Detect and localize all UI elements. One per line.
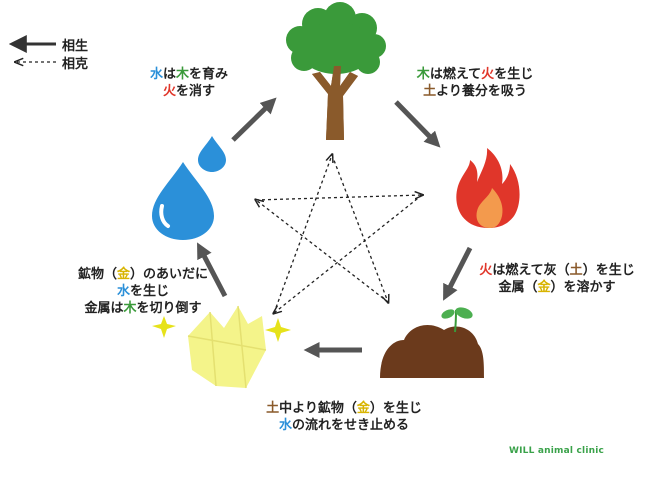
soil-sprout-icon [380, 307, 484, 378]
annotation-text: は燃えて灰（ [492, 263, 570, 278]
element-word-earth: 土 [423, 84, 437, 99]
annotation-wood-fire-line2: 土より養分を吸う [400, 83, 550, 100]
tree-icon [286, 2, 386, 140]
annotation-text: ）を溶かす [550, 280, 616, 295]
annotation-water-wood-line1: 水は木を育み [134, 66, 244, 83]
annotation-earth-metal: 土中より鉱物（金）を生じ 水の流れをせき止める [244, 400, 444, 434]
element-word-metal: 金 [356, 401, 370, 416]
element-word-metal: 金 [537, 280, 551, 295]
element-word-wood: 木 [416, 67, 430, 82]
arrow-water-to-wood [231, 97, 277, 142]
arrow-fire-to-earth [443, 246, 473, 301]
watermark: WILL animal clinic [509, 446, 605, 456]
element-word-metal: 金 [116, 267, 130, 282]
element-word-water: 水 [149, 67, 163, 82]
element-word-wood: 木 [176, 67, 190, 82]
annotation-fire-earth: 火は燃えて灰（土）を生じ 金属（金）を溶かす [472, 262, 642, 296]
arrow-metal-to-wood [273, 155, 332, 314]
water-drop-icon [152, 136, 226, 240]
arrow-water-to-fire [255, 195, 422, 201]
annotation-text: を消す [176, 84, 216, 99]
overcome-star-arrows [256, 155, 422, 313]
annotation-metal-water-line2: 水を生じ [58, 283, 228, 300]
annotation-metal-water-line3: 金属は木を切り倒す [58, 300, 228, 317]
annotation-text: を切り倒す [136, 301, 202, 316]
arrow-fire-to-metal [274, 194, 423, 313]
annotation-text: ）を生じ [582, 263, 635, 278]
annotation-text: を育み [189, 67, 229, 82]
element-word-earth: 土 [266, 401, 280, 416]
arrow-metal-to-water [197, 242, 228, 298]
arrow-earth-to-water [256, 200, 389, 303]
annotation-text: ）のあいだに [130, 267, 209, 282]
element-word-fire: 火 [481, 67, 495, 82]
generate-cycle-arrows [197, 97, 473, 359]
annotation-wood-fire-line1: 木は燃えて火を生じ [400, 66, 550, 83]
element-word-water: 水 [116, 284, 130, 299]
annotation-metal-water-line1: 鉱物（金）のあいだに [58, 266, 228, 283]
annotation-text: を生じ [130, 284, 170, 299]
element-word-wood: 木 [123, 301, 137, 316]
annotation-earth-metal-line2: 水の流れをせき止める [244, 417, 444, 434]
element-word-fire: 火 [479, 263, 493, 278]
element-word-earth: 土 [569, 263, 583, 278]
annotation-water-wood-line2: 火を消す [134, 83, 244, 100]
annotation-fire-earth-line2: 金属（金）を溶かす [472, 279, 642, 296]
annotation-text: 金属は [84, 301, 124, 316]
annotation-wood-fire: 木は燃えて火を生じ 土より養分を吸う [400, 66, 550, 100]
annotation-water-wood: 水は木を育み 火を消す [134, 66, 244, 100]
legend-generate-label: 相生 [62, 39, 89, 54]
legend [8, 35, 56, 62]
annotation-text: より養分を吸う [436, 84, 527, 99]
annotation-text: 金属（ [498, 280, 538, 295]
annotation-text: を生じ [494, 67, 534, 82]
annotation-text: は [162, 67, 176, 82]
annotation-fire-earth-line1: 火は燃えて灰（土）を生じ [472, 262, 642, 279]
annotation-text: ）を生じ [369, 401, 422, 416]
annotation-earth-metal-line1: 土中より鉱物（金）を生じ [244, 400, 444, 417]
gold-crystal-icon [152, 305, 291, 389]
flame-icon [456, 148, 520, 228]
annotation-text: 鉱物（ [77, 267, 117, 282]
annotation-text: は燃えて [429, 67, 482, 82]
annotation-text: 中より鉱物（ [279, 401, 357, 416]
element-word-water: 水 [278, 418, 292, 433]
arrow-wood-to-fire [394, 100, 441, 148]
annotation-metal-water: 鉱物（金）のあいだに 水を生じ 金属は木を切り倒す [58, 266, 228, 317]
element-word-fire: 火 [162, 84, 176, 99]
annotation-text: の流れをせき止める [292, 418, 410, 433]
legend-overcome-label: 相克 [62, 57, 89, 72]
arrow-wood-to-earth [331, 154, 388, 302]
